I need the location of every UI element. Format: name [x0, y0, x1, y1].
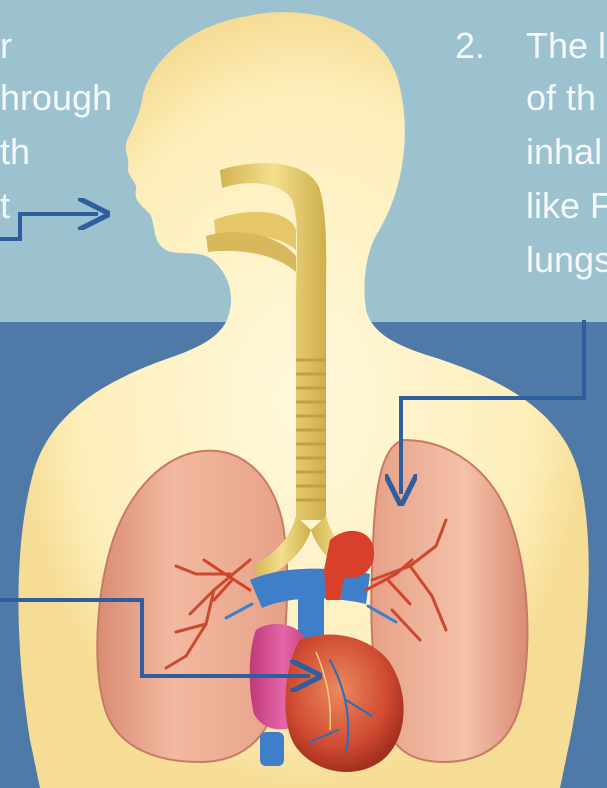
left-caption-line-1: r	[0, 24, 12, 67]
left-caption-line-4: t	[0, 184, 10, 227]
right-caption-line-1: The l	[526, 24, 606, 67]
right-caption-number: 2.	[455, 24, 485, 67]
right-caption-line-5: lungs	[526, 238, 607, 281]
right-caption-line-4: like F	[526, 184, 607, 227]
right-caption-line-3: inhal	[526, 130, 602, 173]
left-caption-line-2: hrough	[0, 76, 112, 119]
right-caption-line-2: of th	[526, 76, 596, 119]
left-caption-line-3: th	[0, 130, 30, 173]
